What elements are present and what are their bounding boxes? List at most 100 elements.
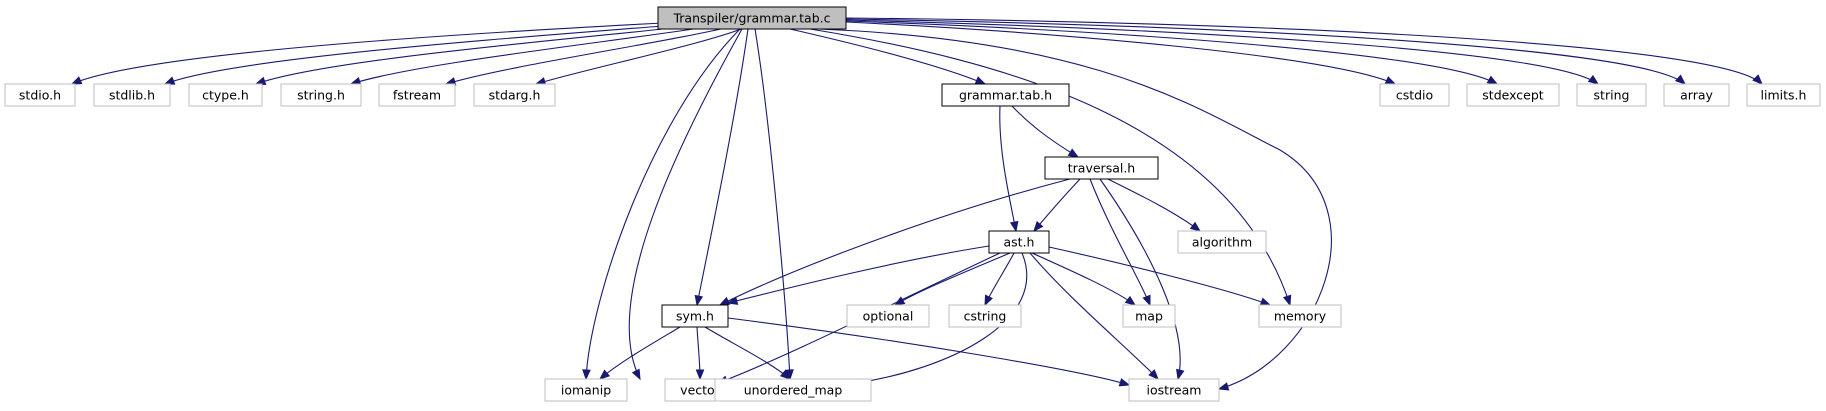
node-label: limits.h bbox=[1761, 88, 1807, 103]
edge-ast_h-to-sym_h bbox=[726, 245, 990, 305]
node-label: stdarg.h bbox=[489, 88, 541, 103]
edge-line bbox=[585, 28, 741, 380]
nodes-layer: Transpiler/grammar.tab.c stdio.h stdlib.h c… bbox=[4, 6, 1821, 402]
node-label: sym.h bbox=[676, 309, 714, 324]
edge-traversal_h-to-iostream bbox=[1099, 178, 1185, 381]
node-box bbox=[1379, 83, 1450, 107]
node-root: Transpiler/grammar.tab.c bbox=[657, 6, 847, 30]
node-cstring: cstring bbox=[948, 304, 1022, 328]
edge-line bbox=[845, 17, 1763, 85]
arrowhead-icon bbox=[631, 368, 641, 381]
node-label: string bbox=[1594, 88, 1630, 103]
node-box bbox=[1576, 83, 1647, 107]
edge-grammar_tab_h-to-traversal_h bbox=[1011, 105, 1080, 158]
node-box bbox=[188, 83, 263, 107]
edge-line bbox=[71, 19, 723, 85]
node-ast-h[interactable]: ast.h bbox=[988, 230, 1050, 254]
edge-line bbox=[754, 28, 791, 380]
edge-line bbox=[1029, 252, 1159, 380]
edge-line bbox=[894, 252, 1011, 306]
node-traversal-h[interactable]: traversal.h bbox=[1044, 156, 1159, 180]
arrowhead-icon bbox=[1148, 369, 1159, 380]
node-array: array bbox=[1663, 83, 1730, 107]
node-box bbox=[1122, 304, 1176, 328]
edge-root-to-grammar_tab_h bbox=[789, 28, 987, 85]
edge-line bbox=[599, 326, 681, 380]
node-label: optional bbox=[863, 309, 914, 324]
arrowhead-icon bbox=[1142, 294, 1151, 307]
edge-line bbox=[1031, 252, 1136, 306]
node-algorithm: algorithm bbox=[1177, 230, 1267, 254]
arrowhead-icon bbox=[1282, 294, 1292, 307]
node-label: grammar.tab.h bbox=[959, 88, 1052, 103]
edge-line bbox=[535, 27, 745, 85]
node-box bbox=[846, 304, 930, 328]
arrowhead-icon bbox=[1486, 75, 1499, 85]
node-box bbox=[1746, 83, 1821, 107]
edge-ast_h-to-iostream bbox=[1029, 252, 1159, 380]
node-label: ast.h bbox=[1004, 235, 1035, 250]
edge-traversal_h-to-ast_h bbox=[1033, 178, 1081, 233]
node-label: memory bbox=[1274, 309, 1327, 324]
edge-root-to-unordered_map bbox=[754, 28, 794, 381]
edge-root-to-cstdio bbox=[845, 21, 1397, 85]
node-grammar-tab-h[interactable]: grammar.tab.h bbox=[941, 83, 1070, 107]
node-ctype-h: ctype.h bbox=[188, 83, 263, 107]
edge-line bbox=[628, 28, 743, 380]
edge-line bbox=[817, 28, 1332, 390]
node-sym-h[interactable]: sym.h bbox=[661, 304, 729, 328]
edge-line bbox=[845, 21, 1396, 85]
edge-line bbox=[445, 24, 739, 85]
node-label: algorithm bbox=[1192, 235, 1252, 250]
edge-line bbox=[845, 18, 1686, 85]
edge-root-to-string_h bbox=[349, 22, 734, 86]
edge-ast_h-to-map bbox=[1031, 252, 1137, 306]
edge-line bbox=[845, 20, 1498, 85]
node-label: iomanip bbox=[561, 383, 611, 398]
node-box bbox=[714, 378, 872, 402]
node-box bbox=[948, 304, 1022, 328]
edge-root-to-vector bbox=[628, 28, 743, 381]
edges-layer bbox=[70, 17, 1763, 391]
node-map: map bbox=[1122, 304, 1176, 328]
edge-root-to-string bbox=[845, 19, 1600, 85]
node-label: vector bbox=[680, 383, 721, 398]
node-label: fstream bbox=[393, 88, 441, 103]
node-stdexcept: stdexcept bbox=[1466, 83, 1560, 107]
edge-line bbox=[999, 105, 1017, 232]
edge-line bbox=[845, 19, 1599, 85]
node-label: unordered_map bbox=[744, 383, 843, 398]
edge-root-to-iostream bbox=[817, 28, 1332, 391]
arrowhead-icon bbox=[1674, 74, 1687, 85]
node-memory: memory bbox=[1258, 304, 1342, 328]
node-box bbox=[1177, 230, 1267, 254]
edge-line bbox=[1089, 178, 1151, 306]
edge-line bbox=[727, 317, 1130, 386]
edge-line bbox=[1011, 105, 1079, 158]
node-label: array bbox=[1680, 88, 1713, 103]
node-label: ctype.h bbox=[202, 88, 249, 103]
edge-root-to-limits_h bbox=[845, 17, 1763, 85]
node-label: stdio.h bbox=[19, 88, 61, 103]
node-box bbox=[661, 304, 729, 328]
arrowhead-icon bbox=[1587, 74, 1600, 85]
node-label: cstring bbox=[964, 309, 1007, 324]
arrowhead-icon bbox=[1384, 76, 1397, 85]
node-cstdio: cstdio bbox=[1379, 83, 1450, 107]
arrowhead-icon bbox=[1259, 297, 1272, 306]
edge-root-to-sym_h bbox=[694, 28, 749, 307]
edge-ast_h-to-optional bbox=[893, 252, 1011, 306]
node-string-h: string.h bbox=[280, 83, 362, 107]
arrowhead-icon bbox=[1033, 220, 1044, 233]
node-box bbox=[988, 230, 1050, 254]
node-label: stdexcept bbox=[1482, 88, 1543, 103]
arrowhead-icon bbox=[974, 76, 987, 85]
edge-sym_h-to-vector bbox=[695, 326, 705, 381]
arrowhead-icon bbox=[779, 369, 792, 380]
edge-line bbox=[717, 252, 1001, 384]
arrowhead-icon bbox=[1752, 74, 1763, 85]
node-box bbox=[1258, 304, 1342, 328]
arrowhead-icon bbox=[694, 294, 704, 307]
node-stdarg-h: stdarg.h bbox=[473, 83, 556, 107]
node-label: stdlib.h bbox=[109, 88, 155, 103]
